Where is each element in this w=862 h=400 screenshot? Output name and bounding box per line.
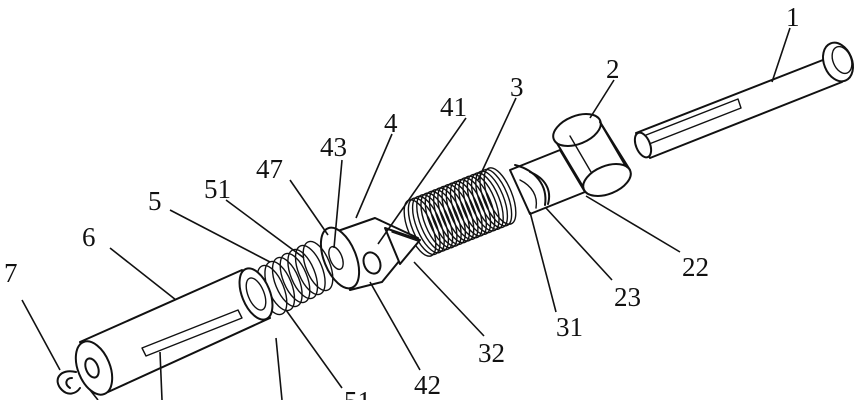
- spring3-coil-turn: [479, 168, 513, 227]
- part-2-collar: [552, 112, 632, 198]
- spring5-coil-turn: [294, 244, 326, 296]
- spring3-coil-turn: [445, 182, 479, 241]
- label-1: 1: [786, 2, 800, 32]
- leader-lines: [21, 27, 791, 400]
- label-51-top: 51: [204, 174, 231, 204]
- label-7: 7: [4, 258, 18, 288]
- spring3-coil-turn: [462, 175, 496, 234]
- spring5-coil-turn: [271, 256, 303, 308]
- label-23: 23: [614, 282, 641, 312]
- label-51-bottom: 51: [344, 386, 371, 400]
- spring3-coil-turn: [466, 173, 500, 232]
- spring3-coil-turn: [428, 189, 462, 247]
- label-32: 32: [478, 338, 505, 368]
- spring3-coil-turn: [453, 178, 488, 237]
- label-47: 47: [256, 154, 283, 184]
- spring5-coil-turn: [279, 252, 311, 304]
- part-4-coupling: [319, 217, 421, 291]
- spring3-coil-turn: [432, 187, 467, 246]
- part-1-pin: [633, 41, 854, 159]
- spring3-coil-turn: [424, 190, 458, 249]
- spring3-coil-turn: [449, 180, 483, 239]
- spring3-coil-turn: [458, 177, 492, 235]
- label-31: 31: [556, 312, 583, 342]
- spring5-coil-turn: [302, 240, 334, 292]
- spring3-coil-turn: [416, 194, 450, 252]
- spring3-coil-turn: [470, 172, 504, 230]
- part-7-clip: [56, 370, 81, 395]
- part-labels: 1 2 3 4 41 43 47 51 5 6 7 22 23 31 32 42…: [4, 2, 800, 400]
- label-4: 4: [384, 108, 398, 138]
- spring3-coil-turn: [475, 170, 509, 229]
- label-6: 6: [82, 222, 96, 252]
- label-43: 43: [320, 132, 347, 162]
- label-2: 2: [606, 54, 620, 84]
- spring3-coil-turn: [483, 167, 517, 225]
- spring3-coil-turn: [411, 195, 445, 254]
- part-22-23-sleeve: [509, 149, 586, 215]
- part-3-spring: [403, 167, 517, 257]
- spring3-coil-turn: [407, 197, 441, 256]
- label-3: 3: [510, 72, 524, 102]
- spring3-coil-turn: [437, 185, 471, 244]
- label-5: 5: [148, 186, 162, 216]
- label-41: 41: [440, 92, 467, 122]
- label-42: 42: [414, 370, 441, 400]
- spring3-coil-turn: [441, 183, 475, 242]
- spring3-coil-turn: [420, 192, 454, 251]
- part-6-tube: [74, 267, 274, 396]
- label-22: 22: [682, 252, 709, 282]
